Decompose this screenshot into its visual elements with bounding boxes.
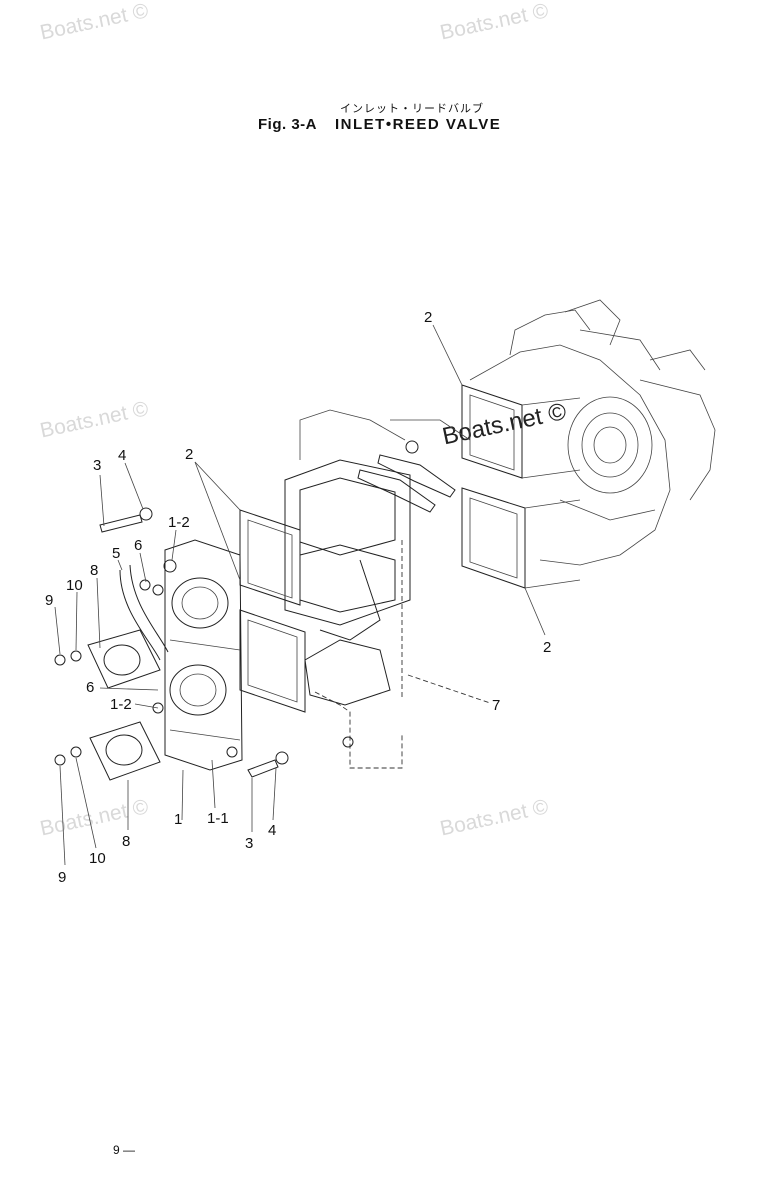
callout-8-bottom: 8 [122,833,130,850]
title-japanese: インレット・リードバルブ [340,102,484,115]
callout-7: 7 [492,697,500,714]
callout-10-top: 10 [66,577,83,594]
callout-6-top: 6 [134,537,142,554]
callout-2-mid: 2 [185,446,193,463]
reed-valve-block [284,409,411,706]
callout-4-bottom: 4 [268,822,276,839]
figure-name: INLET•REED VALVE [335,116,502,133]
hose-and-fittings [119,564,169,661]
callout-10-bottom: 10 [89,850,106,867]
intake-manifold [152,539,243,771]
callout-4-top: 4 [118,447,126,464]
reed-petals [357,419,471,513]
callout-9-bottom: 9 [58,869,66,886]
callout-3-top: 3 [93,457,101,474]
flange-gasket-bottom [54,721,161,781]
callout-2-right: 2 [543,639,551,656]
callout-1-2-top: 1-2 [168,514,190,531]
callout-labels: 2 2 2 3 4 1-2 5 6 8 10 9 6 1-2 7 1 1-1 3… [45,309,551,886]
callout-2-top: 2 [424,309,432,326]
callout-1-1: 1-1 [207,810,229,827]
callout-6-bottom: 6 [86,679,94,696]
leader-lines [54,324,546,866]
callout-9-top: 9 [45,592,53,609]
callout-1-2-bottom: 1-2 [110,696,132,713]
bolt-washer-bottom [247,736,354,778]
callout-8-top: 8 [90,562,98,579]
gaskets-center [239,509,306,713]
callout-5: 5 [112,545,120,562]
reed-valve-gasket-right [461,384,581,589]
page-number: 9 — [113,1143,136,1157]
flange-gasket-top [54,629,161,689]
figure-number: Fig. 3-A [258,116,317,133]
callout-3-bottom: 3 [245,835,253,852]
reed-valve-assy-outline [314,540,491,769]
callout-1: 1 [174,811,182,828]
page-title: Fig. 3-A INLET•REED VALVE [258,116,501,133]
bolt-washer-top [99,507,153,533]
crankcase-drawing [469,299,716,566]
